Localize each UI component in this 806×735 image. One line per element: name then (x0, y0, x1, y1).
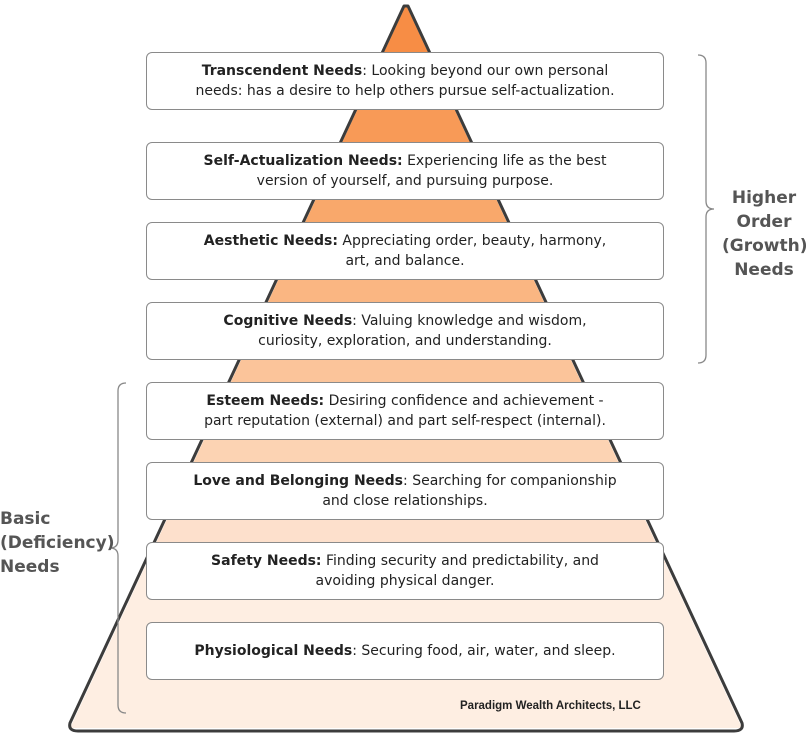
higher-order-label-line: Order (736, 212, 792, 232)
need-level-title: Aesthetic Needs: (203, 233, 338, 249)
need-level-box: Love and Belonging Needs: Searching for … (146, 462, 664, 520)
need-level-description: Searching for companionship and close re… (322, 473, 617, 509)
need-level-title: Esteem Needs: (206, 393, 325, 409)
credit-text: Paradigm Wealth Architects, LLC (460, 700, 641, 712)
need-level-box: Transcendent Needs: Looking beyond our o… (146, 52, 664, 110)
basic-needs-label-line: Needs (0, 557, 60, 577)
need-level-separator: : (352, 643, 362, 659)
need-level-title: Safety Needs: (211, 553, 322, 569)
need-level-text: Self-Actualization Needs: Experiencing l… (193, 151, 617, 191)
need-level-title: Transcendent Needs (201, 63, 363, 79)
need-level-description: Appreciating order, beauty, harmony, art… (342, 233, 607, 269)
higher-order-label-line: Needs (734, 260, 794, 280)
pyramid-outline (68, 4, 744, 733)
basic-needs-label: Basic (Deficiency) Needs (0, 507, 114, 579)
need-level-box: Esteem Needs: Desiring confidence and ac… (146, 382, 664, 440)
need-level-box: Self-Actualization Needs: Experiencing l… (146, 142, 664, 200)
need-level-description: Securing food, air, water, and sleep. (361, 643, 616, 659)
need-level-text: Love and Belonging Needs: Searching for … (193, 471, 617, 511)
basic-needs-bracket (109, 382, 127, 714)
need-level-box: Physiological Needs: Securing food, air,… (146, 622, 664, 680)
basic-needs-label-line: (Deficiency) (0, 533, 115, 553)
need-level-description: Desiring confidence and achievement - pa… (204, 393, 606, 429)
need-level-text: Aesthetic Needs: Appreciating order, bea… (193, 231, 617, 271)
need-level-text: Esteem Needs: Desiring confidence and ac… (193, 391, 617, 431)
higher-order-label: Higher Order (Growth) Needs (722, 186, 806, 282)
need-level-title: Physiological Needs (194, 643, 353, 659)
need-level-title: Self-Actualization Needs: (203, 153, 403, 169)
need-level-description: Experiencing life as the best version of… (256, 153, 607, 189)
need-level-box: Aesthetic Needs: Appreciating order, bea… (146, 222, 664, 280)
need-level-title: Cognitive Needs (223, 313, 353, 329)
need-level-description: Finding security and predictability, and… (315, 553, 599, 589)
higher-order-bracket (697, 54, 715, 364)
higher-order-label-line: (Growth) (722, 236, 806, 256)
need-level-description: Valuing knowledge and wisdom, curiosity,… (258, 313, 587, 349)
need-level-title: Love and Belonging Needs (193, 473, 404, 489)
need-level-text: Physiological Needs: Securing food, air,… (194, 641, 615, 661)
need-level-text: Safety Needs: Finding security and predi… (193, 551, 617, 591)
need-level-box: Cognitive Needs: Valuing knowledge and w… (146, 302, 664, 360)
need-level-text: Cognitive Needs: Valuing knowledge and w… (193, 311, 617, 351)
need-level-separator: : (362, 63, 372, 79)
need-level-box: Safety Needs: Finding security and predi… (146, 542, 664, 600)
basic-needs-label-line: Basic (0, 509, 51, 529)
higher-order-label-line: Higher (731, 188, 797, 208)
need-level-separator: : (403, 473, 413, 489)
need-level-description: Looking beyond our own personal needs: h… (195, 63, 615, 99)
need-level-separator: : (352, 313, 362, 329)
need-level-text: Transcendent Needs: Looking beyond our o… (193, 61, 617, 101)
